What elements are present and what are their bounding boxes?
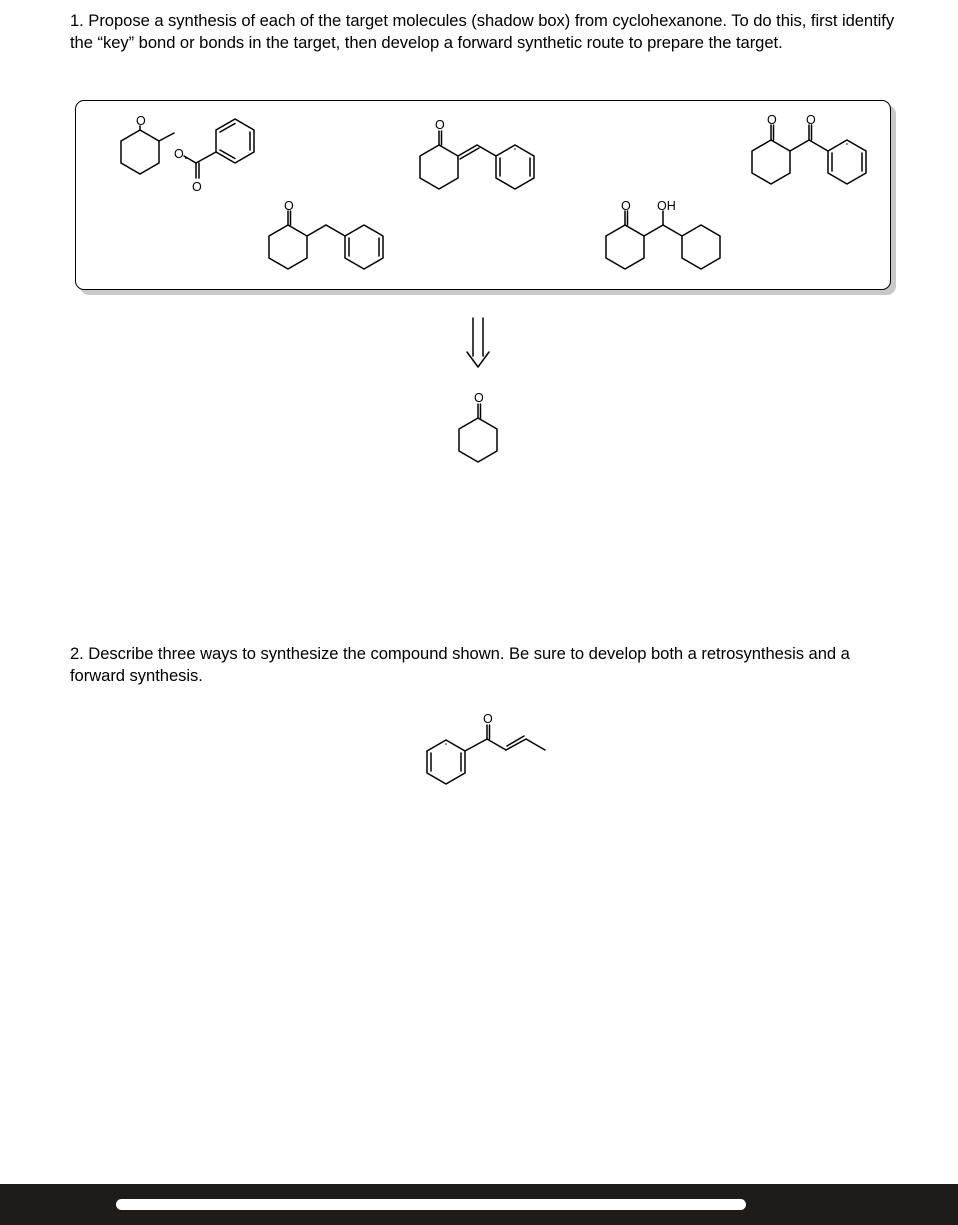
label-hydroxyl: OH (657, 199, 676, 213)
label-ketone-o: O (767, 113, 777, 127)
retrosynthetic-arrow-icon (466, 317, 490, 368)
bottom-toolbar (0, 1184, 958, 1225)
horizontal-scrollbar-thumb[interactable] (116, 1199, 746, 1210)
molecule-aldol-cyclohexyl: O OH (605, 199, 721, 270)
molecule-2-oxocyclohexyl-benzoate: O O O (120, 114, 255, 194)
target-molecules-box (75, 100, 891, 290)
label-ketone-o: O (136, 114, 146, 128)
molecule-1-phenylbut-2-en-1-one: O (426, 712, 546, 785)
label-ketone-o: O (435, 118, 445, 132)
label-ketone-o: O (474, 391, 484, 405)
label-benzoyl-o: O (806, 113, 816, 127)
label-carbonyl-o: O (192, 180, 202, 194)
label-carbonyl-o: O (483, 712, 493, 726)
question-2-text: 2. Describe three ways to synthesize the… (70, 644, 850, 685)
molecule-benzylidenecyclohexanone: O (419, 118, 535, 190)
molecule-benzoylcyclohexanone: O O (751, 113, 867, 185)
label-ester-o: O (174, 147, 184, 161)
label-ketone-o: O (284, 199, 294, 213)
molecule-benzylcyclohexanone: O (268, 199, 384, 270)
question-1-text: 1. Propose a synthesis of each of the ta… (70, 11, 895, 52)
molecule-cyclohexanone: O (458, 391, 498, 463)
label-ketone-o: O (621, 199, 631, 213)
